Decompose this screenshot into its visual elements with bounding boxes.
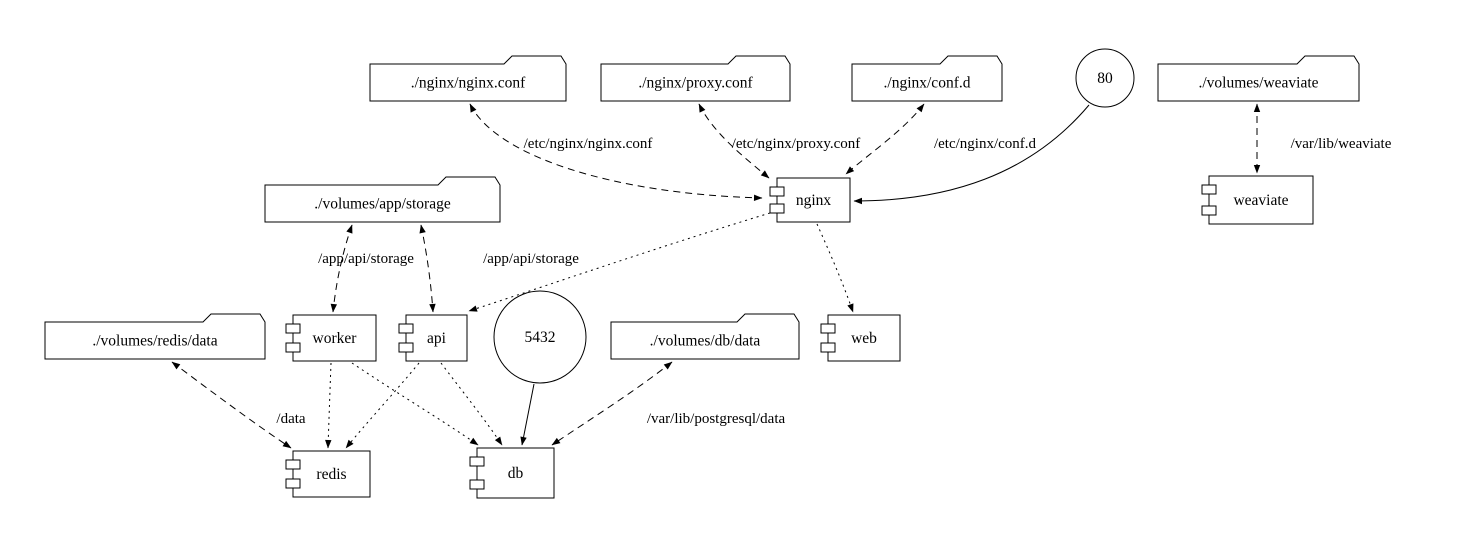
edge-nginx-conf-file-to-nginx-service [469,103,763,201]
component-tab-icon [1201,184,1217,195]
node-db-data-volume: ./volumes/db/data [610,313,800,360]
edge-label-app-storage-volume-to-worker-service: /app/api/storage [318,251,414,267]
node-label-port-5432: 5432 [525,329,556,346]
edge-api-service-to-db-service [440,362,503,446]
node-label-proxy-conf-file: ./nginx/proxy.conf [638,75,753,92]
edge-label-proxy-conf-file-to-nginx-service: /etc/nginx/proxy.conf [732,136,861,152]
nodes-layer: ./nginx/nginx.conf ./nginx/proxy.conf ./ng… [44,48,1360,499]
component-tab-icon [469,479,485,490]
folder-shape [44,313,266,360]
edge-label-db-data-volume-to-db-service: /var/lib/postgresql/data [647,411,786,427]
node-label-weaviate-service: weaviate [1233,192,1288,209]
component-tab-icon [469,456,485,467]
node-label-db-service: db [508,465,524,482]
edge-label-weaviate-volume-to-weaviate-service: /var/lib/weaviate [1291,136,1392,152]
node-label-worker-service: worker [313,330,358,347]
edge-nginx-service-to-web-service [816,223,854,313]
component-tab-icon [769,186,785,197]
folder-shape [369,55,567,102]
folder-shape [600,55,791,102]
component-tab-icon [285,342,301,353]
node-worker-service: worker [285,314,377,362]
port-circle-shape [1075,48,1135,108]
node-label-weaviate-volume: ./volumes/weaviate [1198,75,1318,92]
folder-shape [1157,55,1360,102]
node-port-80: 80 [1075,48,1135,108]
node-weaviate-volume: ./volumes/weaviate [1157,55,1360,102]
node-label-db-data-volume: ./volumes/db/data [650,333,761,350]
node-label-api-service: api [427,330,447,347]
component-shape [776,177,851,223]
node-label-nginx-service: nginx [796,192,832,209]
edge-port-80-to-nginx-service [853,104,1090,205]
node-proxy-conf-file: ./nginx/proxy.conf [600,55,791,102]
node-redis-service: redis [285,450,371,498]
node-db-service: db [469,447,555,499]
edge-proxy-conf-file-to-nginx-service [698,103,770,179]
edges-layer [171,103,1261,449]
edge-app-storage-volume-to-api-service [419,224,436,313]
edge-label-confd-dir-to-nginx-service: /etc/nginx/conf.d [934,136,1037,152]
component-shape [827,314,901,362]
node-web-service: web [820,314,901,362]
node-app-storage-volume: ./volumes/app/storage [264,176,501,223]
component-tab-icon [820,323,836,334]
node-label-nginx-conf-file: ./nginx/nginx.conf [411,75,526,92]
edge-db-data-volume-to-db-service [551,361,673,446]
edge-label-nginx-conf-file-to-nginx-service: /etc/nginx/nginx.conf [524,136,653,152]
component-shape [292,450,371,498]
folder-shape [264,176,501,223]
component-tab-icon [1201,205,1217,216]
edge-port-5432-to-db-service [520,383,535,446]
labels-layer: /etc/nginx/nginx.conf/etc/nginx/proxy.co… [276,136,1391,427]
node-label-port-80: 80 [1097,70,1113,87]
edge-worker-service-to-db-service [351,362,479,446]
component-shape [292,314,377,362]
node-label-confd-dir: ./nginx/conf.d [884,75,971,92]
node-label-web-service: web [851,330,877,347]
component-shape [1208,175,1314,225]
node-port-5432: 5432 [493,290,587,384]
edge-api-service-to-redis-service [345,362,420,449]
node-label-app-storage-volume: ./volumes/app/storage [314,196,451,213]
port-circle-shape [493,290,587,384]
component-tab-icon [398,342,414,353]
folder-shape [851,55,1003,102]
node-api-service: api [398,314,468,362]
component-tab-icon [398,323,414,334]
folder-shape [610,313,800,360]
component-tab-icon [820,342,836,353]
edge-redis-data-volume-to-redis-service [171,361,292,449]
component-shape [476,447,555,499]
edge-label-app-storage-volume-to-api-service: /app/api/storage [483,251,579,267]
edge-confd-dir-to-nginx-service [845,103,925,175]
node-nginx-conf-file: ./nginx/nginx.conf [369,55,567,102]
component-shape [405,314,468,362]
edge-app-storage-volume-to-worker-service [330,224,353,313]
component-tab-icon [285,478,301,489]
node-label-redis-data-volume: ./volumes/redis/data [92,333,217,350]
node-nginx-service: nginx [769,177,851,223]
node-confd-dir: ./nginx/conf.d [851,55,1003,102]
component-tab-icon [285,459,301,470]
edge-worker-service-to-redis-service [325,362,332,449]
node-redis-data-volume: ./volumes/redis/data [44,313,266,360]
component-tab-icon [769,203,785,214]
component-tab-icon [285,323,301,334]
node-weaviate-service: weaviate [1201,175,1314,225]
node-label-redis-service: redis [316,466,346,483]
edge-nginx-service-to-api-service [468,212,771,312]
edge-label-redis-data-volume-to-redis-service: /data [276,411,305,427]
